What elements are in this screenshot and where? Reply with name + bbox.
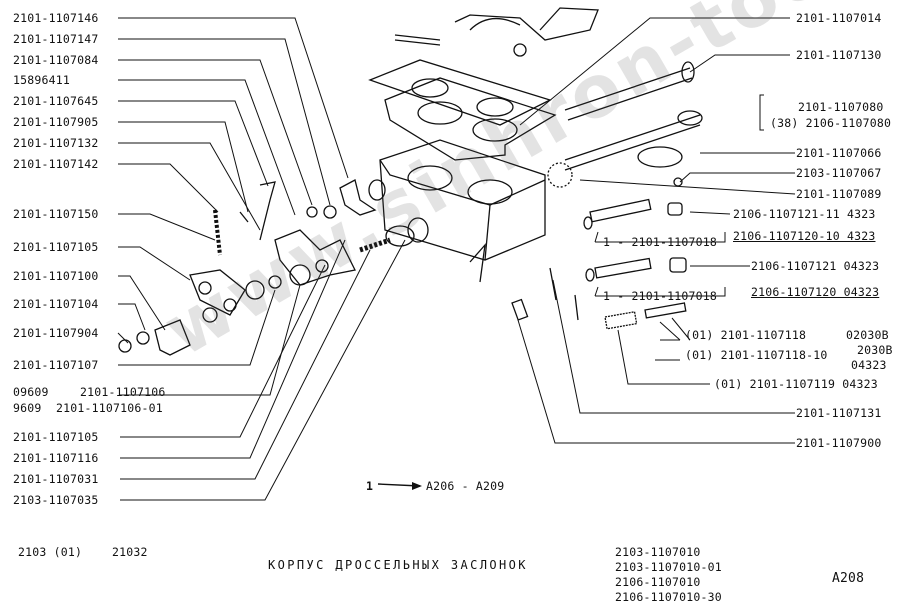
rod <box>259 181 276 241</box>
insulator-plate <box>384 77 557 161</box>
part-label: 2101-1107132 <box>13 136 99 150</box>
part-label: 2101-1107905 <box>13 115 99 129</box>
part-label: (38) 2106-1107080 <box>770 116 892 130</box>
part-label: 2101-1107147 <box>13 32 99 46</box>
part-label: (01) 2101-1107118 <box>685 328 807 342</box>
part-label: 2106-1107121-11 4323 <box>733 207 876 221</box>
part-label: 2106-1107120 04323 <box>751 285 880 299</box>
part-label: 2101-1107142 <box>13 157 99 171</box>
part-label: 09609 <box>13 385 49 399</box>
lever-3 <box>189 269 246 316</box>
part-label: 2101-1107106-01 <box>56 401 163 415</box>
spring-vertical <box>213 209 222 256</box>
throttle-valve <box>637 146 683 168</box>
throttle-shaft-lower <box>564 114 701 171</box>
part-label: 1 - 2101-1107018 <box>603 235 717 249</box>
model-codes-right: 21032 <box>112 545 148 559</box>
part-label: (01) 2101-1107119 04323 <box>714 377 878 391</box>
part-label: 2101-1107066 <box>796 146 882 160</box>
range-text: A206 - A209 <box>426 479 505 493</box>
part-label: 2101-1107900 <box>796 436 882 450</box>
part-label: 1 - 2101-1107018 <box>603 289 717 303</box>
part-label: 2101-1107105 <box>13 240 99 254</box>
throttle-shaft-upper <box>564 67 693 121</box>
throttle-body <box>379 139 546 261</box>
part-label: 9609 <box>13 401 42 415</box>
part-label: 2101-1107645 <box>13 94 99 108</box>
part-label: 2106-1107120-10 4323 <box>733 229 876 243</box>
spring-screw <box>604 311 638 330</box>
page-title: КОРПУС ДРОССЕЛЬНЫХ ЗАСЛОНОК <box>268 558 528 572</box>
model-codes-left: 2103 (01) <box>18 545 83 559</box>
part-label: 02030B <box>846 328 889 342</box>
lever-2 <box>274 229 356 286</box>
carburetor-top-fragment <box>454 7 599 41</box>
part-label: 2101-1107131 <box>796 406 882 420</box>
part-label: 2101-1107089 <box>796 187 882 201</box>
part-label: 2030B <box>857 343 893 357</box>
adjust-screw-2 <box>594 257 652 279</box>
part-label: 2101-1107104 <box>13 297 99 311</box>
part-label: (01) 2101-1107118-10 <box>685 348 828 362</box>
part-label: 2101-1107904 <box>13 326 99 340</box>
assembly-number: 2106-1107010-30 <box>615 590 722 604</box>
part-label: 2101-1107150 <box>13 207 99 221</box>
page-code: A208 <box>832 571 865 586</box>
part-label: 2103-1107067 <box>796 166 882 180</box>
part-label: 2101-1107080 <box>798 100 884 114</box>
assembly-number: 2103-1107010 <box>615 545 701 559</box>
part-label: 2101-1107106 <box>80 385 166 399</box>
part-label: 2101-1107130 <box>796 48 882 62</box>
gasket <box>368 59 552 126</box>
part-label: 2101-1107116 <box>13 451 99 465</box>
part-label: 2101-1107105 <box>13 430 99 444</box>
assembly-number: 2106-1107010 <box>615 575 701 589</box>
stud <box>394 34 441 46</box>
lever-1 <box>339 179 377 216</box>
adjust-screw-1 <box>589 198 652 223</box>
assembly-number: 2103-1107010-01 <box>615 560 722 574</box>
range-number: 1 <box>366 479 374 493</box>
spring-gear <box>547 162 573 188</box>
part-label: 2101-1107107 <box>13 358 99 372</box>
spring <box>359 237 391 253</box>
part-label: 04323 <box>851 358 887 372</box>
part-label: 2101-1107031 <box>13 472 99 486</box>
part-label: 2101-1107100 <box>13 269 99 283</box>
part-label: 2103-1107035 <box>13 493 99 507</box>
lever-4 <box>154 319 191 356</box>
part-label: 2101-1107146 <box>13 11 99 25</box>
part-label: 2101-1107014 <box>796 11 882 25</box>
part-label: 15896411 <box>13 73 70 87</box>
part-label: 2101-1107084 <box>13 53 99 67</box>
part-label: 2106-1107121 04323 <box>751 259 880 273</box>
